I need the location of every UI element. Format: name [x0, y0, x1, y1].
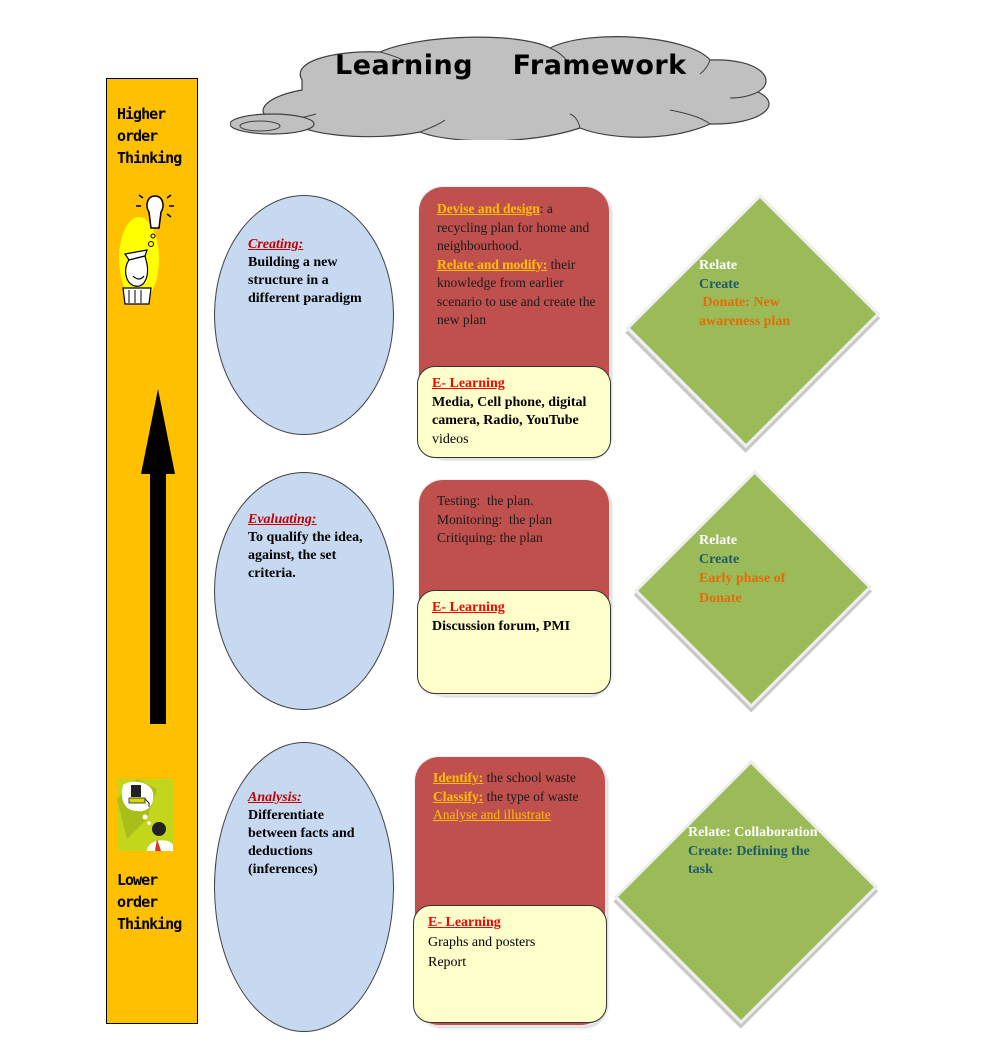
elearning-tools: Discussion forum, PMI: [432, 618, 571, 634]
outcome-diamond-analysis: Relate: Collaboration Create: Defining t…: [618, 756, 874, 1028]
activity-text: Identify: the school waste Classify: the…: [433, 769, 597, 825]
outcome-text: Relate Create Early phase of Donate: [699, 532, 829, 609]
elearning-box: E- Learning Graphs and posters Report: [413, 905, 607, 1023]
level-description: Differentiate between facts and deductio…: [248, 808, 355, 877]
elearning-tool: Graphs and posters: [428, 934, 536, 950]
elearning-heading: E- Learning: [432, 376, 505, 391]
level-oval-creating: Creating: Building a new structure in a …: [214, 195, 394, 435]
outcome-diamond-evaluating: Relate Create Early phase of Donate: [636, 470, 870, 710]
label-line: order: [117, 893, 158, 911]
lightbulb-idea-man-icon: [119, 194, 174, 305]
activity-card-creating: Devise and design: a recycling plan for …: [417, 187, 611, 458]
label-line: Lower: [117, 871, 158, 889]
outcome-relate: Relate: [699, 533, 738, 548]
activity-line: Critiquing: the plan: [437, 530, 543, 545]
activity-card-analysis: Identify: the school waste Classify: the…: [413, 757, 607, 1025]
activity-label: Devise and design: [437, 201, 540, 216]
outcome-donate: Early phase of Donate: [699, 571, 786, 606]
activity-label: Relate and modify:: [437, 256, 548, 272]
level-heading: Creating:: [248, 237, 304, 252]
elearning-tools: Media, Cell phone, digital camera, Radio…: [432, 394, 587, 429]
elearning-box: E- Learning Media, Cell phone, digital c…: [417, 366, 611, 458]
activity-card-evaluating: Testing: the plan. Monitoring: the plan …: [417, 480, 611, 694]
up-arrow-icon: [141, 389, 175, 724]
activity-line: Monitoring: the plan: [437, 511, 553, 527]
level-description: To qualify the idea, against, the set cr…: [248, 530, 363, 581]
label-line: Thinking: [117, 149, 182, 167]
outcome-relate: Relate: Collaboration: [688, 825, 818, 840]
activity-detail: the type of waste: [483, 788, 579, 804]
thinking-order-bar: Higher order Thinking Lo: [106, 78, 198, 1024]
activity-text: Testing: the plan. Monitoring: the plan …: [437, 492, 601, 548]
activity-detail: their knowledge from earlier scenario to…: [437, 256, 596, 328]
outcome-create: Create: [699, 551, 740, 567]
outcome-create: Create: [699, 276, 740, 292]
level-heading: Evaluating:: [248, 512, 317, 527]
outcome-diamond-creating: Relate Create Donate: New awareness plan: [630, 190, 876, 452]
activity-label: Identify:: [433, 770, 484, 785]
level-oval-evaluating: Evaluating: To qualify the idea, against…: [214, 472, 394, 710]
title-cloud: [230, 36, 770, 140]
level-description: Building a new structure in a different …: [248, 255, 362, 306]
outcome-donate: Donate: New awareness plan: [699, 295, 791, 329]
elearning-tools-extra: videos: [432, 431, 469, 447]
level-heading: Analysis:: [248, 790, 302, 805]
label-line: Higher: [117, 105, 166, 123]
activity-line: Testing: the plan.: [437, 493, 534, 508]
label-line: order: [117, 127, 158, 145]
activity-text: Devise and design: a recycling plan for …: [437, 200, 601, 330]
activity-detail: the school waste: [483, 770, 576, 785]
elearning-tool: Report: [428, 954, 467, 970]
outcome-text: Relate Create Donate: New awareness plan: [699, 257, 829, 331]
elearning-heading: E- Learning: [428, 915, 501, 930]
level-oval-analysis: Analysis: Differentiate between facts an…: [214, 742, 394, 1032]
elearning-heading: E- Learning: [432, 600, 505, 615]
activity-detail: : a recycling plan for home and neighbou…: [437, 201, 590, 253]
analyse-illustrate-link[interactable]: Analyse and illustrate: [433, 807, 551, 822]
diamond-shape: [618, 764, 874, 1020]
activity-label: Classify:: [433, 788, 484, 804]
outcome-create: Create: Defining the task: [688, 843, 810, 878]
outcome-text: Relate: Collaboration Create: Defining t…: [688, 824, 818, 880]
elearning-box: E- Learning Discussion forum, PMI: [417, 590, 611, 694]
outcome-relate: Relate: [699, 258, 738, 273]
lower-order-thinking-label: Lower order Thinking: [117, 869, 182, 935]
higher-order-thinking-label: Higher order Thinking: [117, 103, 182, 169]
label-line: Thinking: [117, 915, 182, 933]
page-title: Learning Framework: [335, 50, 687, 81]
computer-thinking-man-icon: [117, 779, 173, 851]
